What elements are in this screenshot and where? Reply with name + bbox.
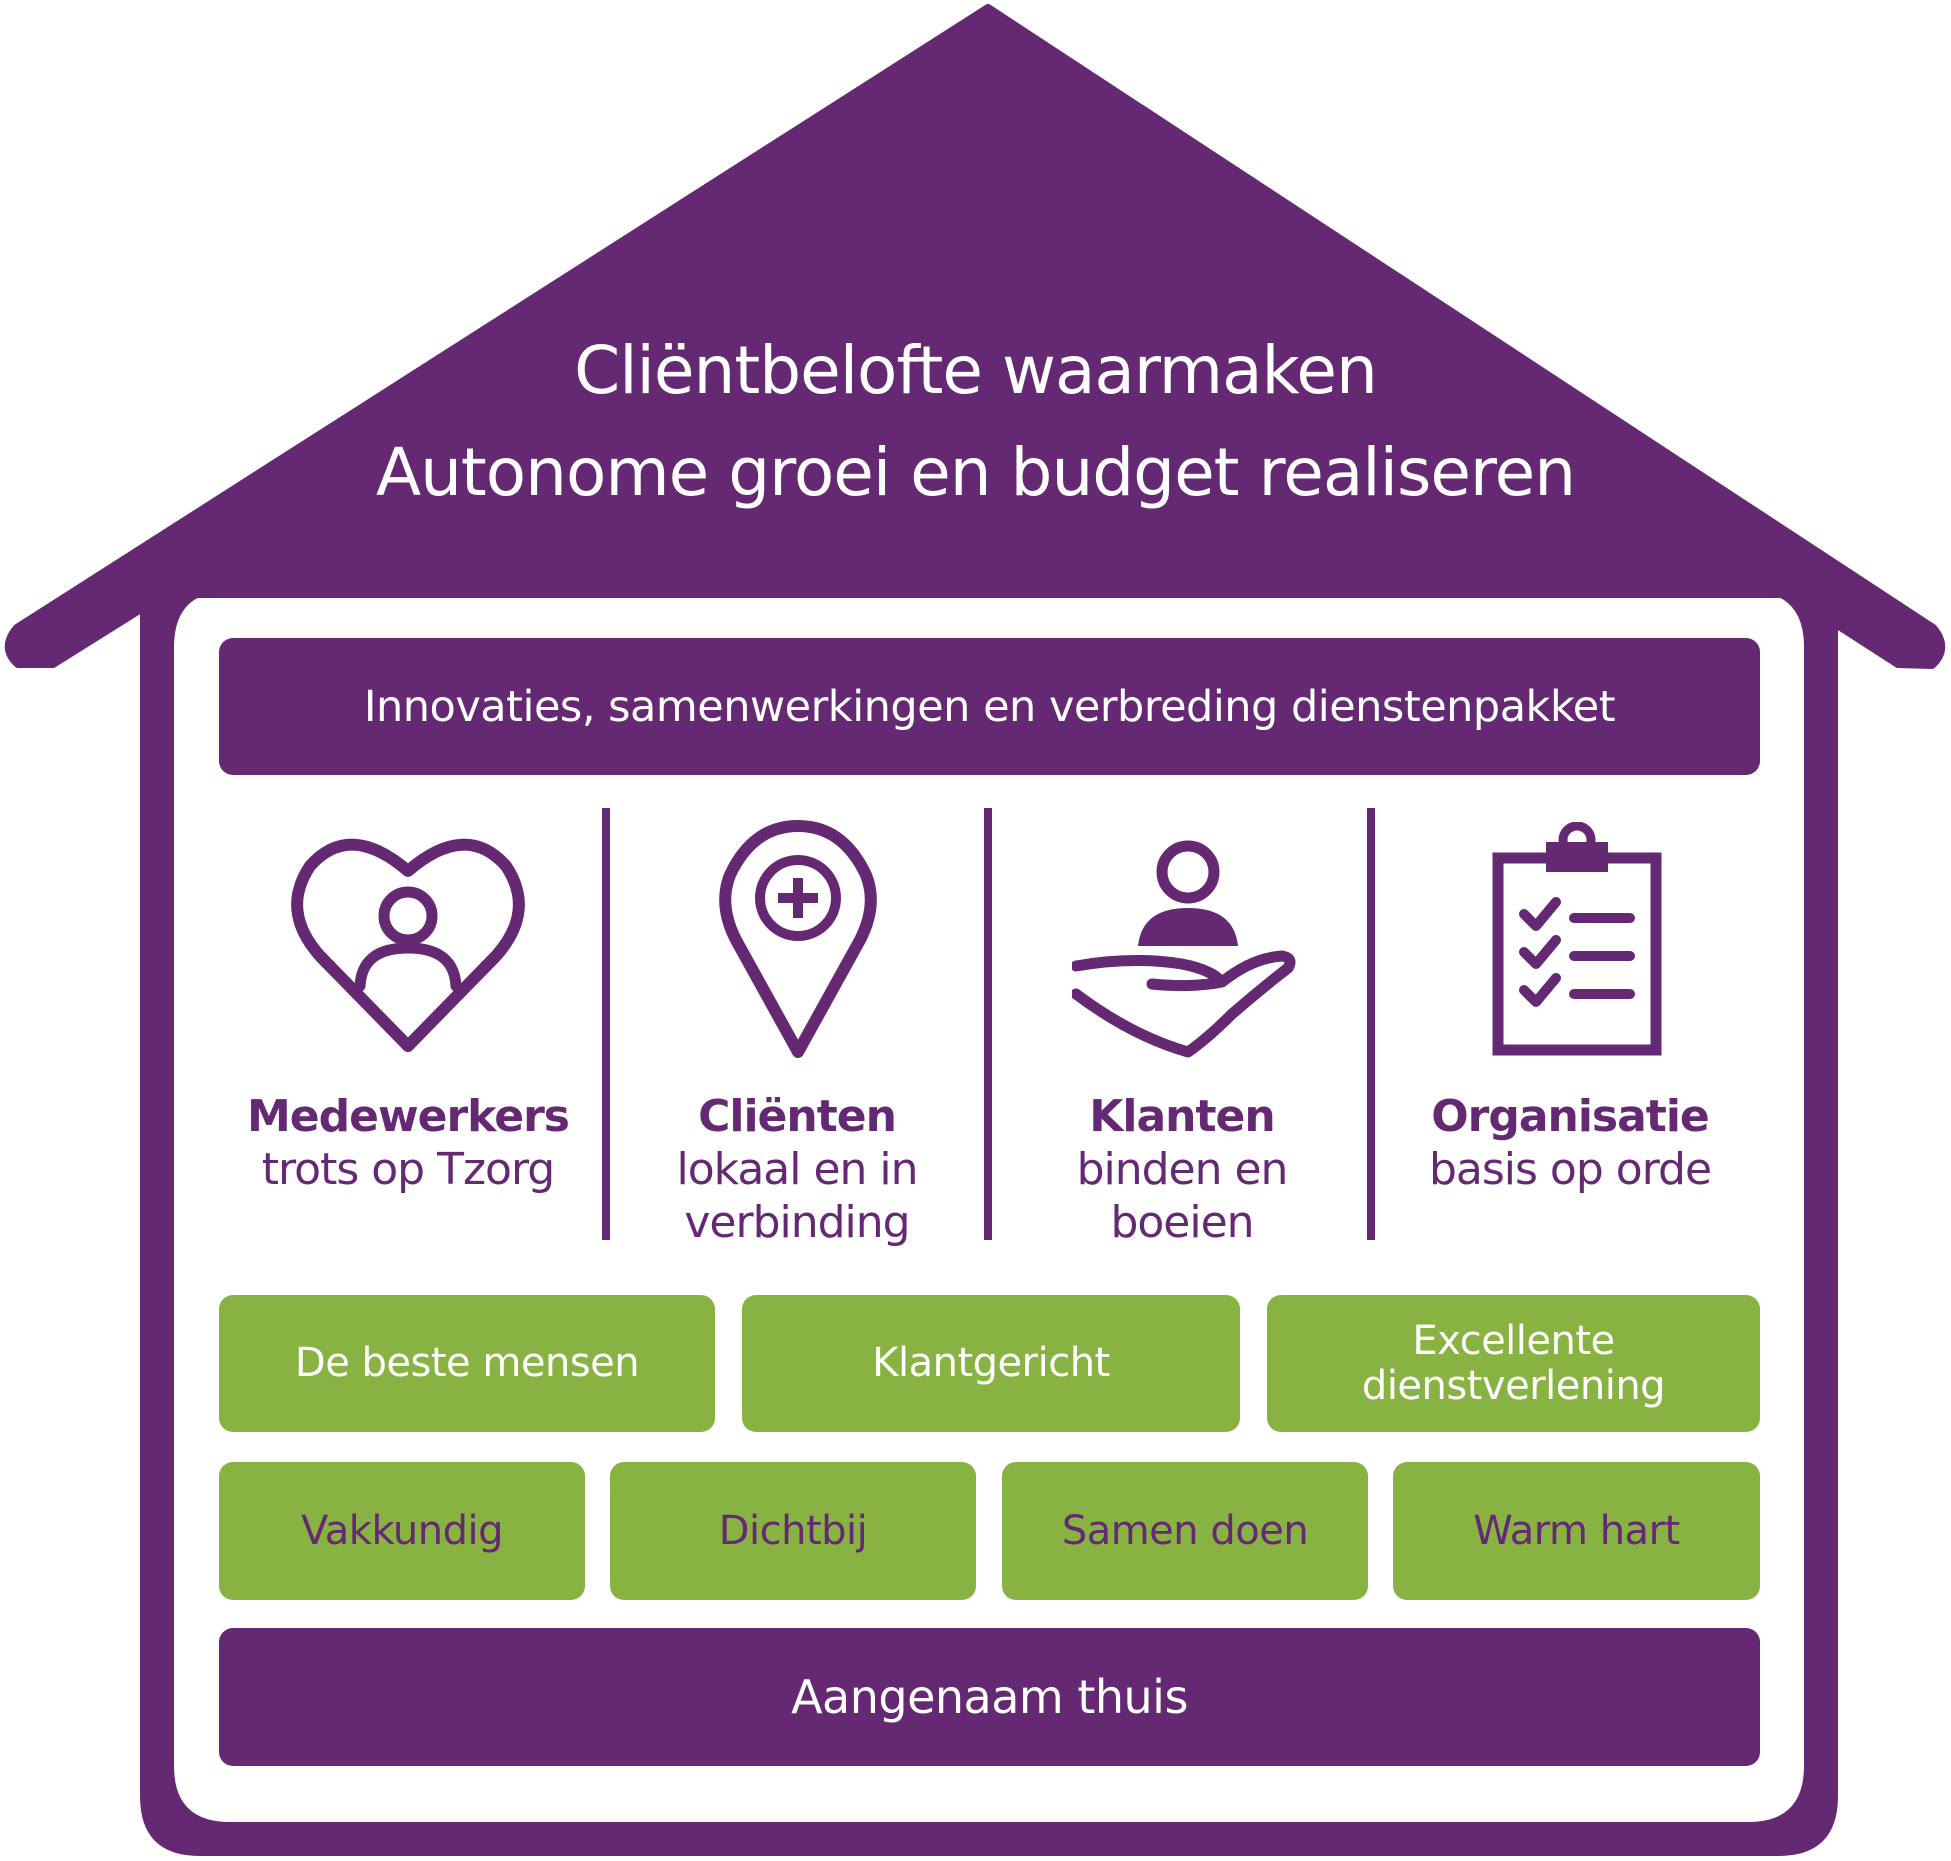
foundation-bar: Aangenaam thuis — [219, 1628, 1760, 1766]
value-warm-hart: Warm hart — [1393, 1462, 1760, 1600]
pillar-clienten: Cliënten lokaal en in verbinding — [612, 1090, 982, 1249]
pillar-subtitle: basis op orde — [1428, 1144, 1712, 1195]
value-samen-doen: Samen doen — [1002, 1462, 1368, 1600]
value-klantgericht: Klantgericht — [742, 1295, 1240, 1432]
value-excellente-dienstverlening: Excellente dienstverlening — [1267, 1295, 1760, 1432]
pillar-title: Medewerkers — [247, 1091, 570, 1142]
pillar-subtitle: lokaal en in verbinding — [676, 1144, 918, 1248]
value-dichtbij: Dichtbij — [610, 1462, 976, 1600]
value-de-beste-mensen: De beste mensen — [219, 1295, 715, 1432]
value-vakkundig: Vakkundig — [219, 1462, 585, 1600]
pillar-title: Organisatie — [1431, 1091, 1710, 1142]
pillar-organisatie: Organisatie basis op orde — [1385, 1090, 1755, 1196]
pillar-title: Cliënten — [698, 1091, 897, 1142]
pillar-subtitle: trots op Tzorg — [261, 1144, 555, 1195]
clipboard-checklist-icon — [1492, 822, 1662, 1056]
pillar-klanten: Klanten binden en boeien — [997, 1090, 1367, 1249]
roof-title-line-1: Cliëntbelofte waarmaken — [574, 332, 1378, 409]
roof-fill — [96, 14, 1880, 598]
roof-title-line-2: Autonome groei en budget realiseren — [375, 434, 1576, 511]
pillar-medewerkers: Medewerkers trots op Tzorg — [223, 1090, 593, 1196]
heart-person-icon — [291, 838, 525, 1052]
pillar-subtitle: binden en boeien — [1076, 1144, 1289, 1248]
hand-person-icon — [1072, 840, 1296, 1058]
pillar-title: Klanten — [1089, 1091, 1275, 1142]
innovation-bar: Innovaties, samenwerkingen en verbreding… — [219, 638, 1760, 775]
location-pin-plus-icon — [719, 820, 877, 1058]
